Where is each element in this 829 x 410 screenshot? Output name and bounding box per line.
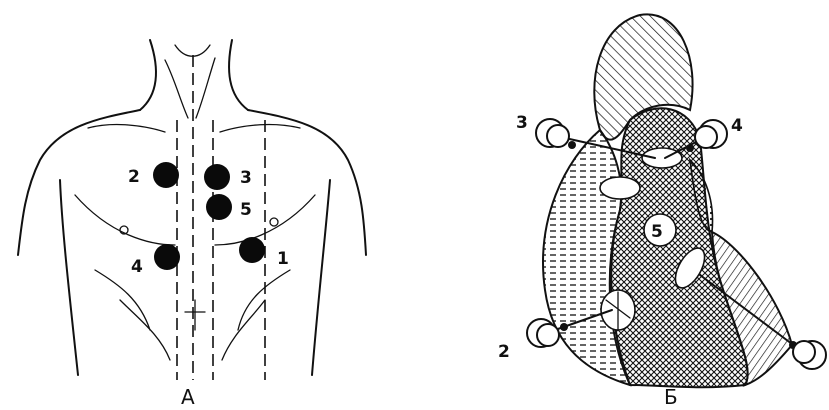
ring-2-inner (537, 324, 559, 346)
torso-diagram (18, 40, 366, 380)
electrode-4-dot (154, 244, 180, 270)
neck-outline (140, 40, 248, 110)
ring-1-inner (793, 341, 815, 363)
heart-label-5: 5 (651, 222, 663, 242)
lead-node-3 (568, 141, 576, 149)
heart-label-4: 4 (731, 116, 743, 136)
electrode-3-dot (204, 164, 230, 190)
electrode-label-5: 5 (240, 200, 252, 220)
electrode-label-4: 4 (131, 257, 143, 277)
panel-b-caption: Б (664, 385, 678, 409)
electrode-1-dot (239, 237, 265, 263)
ring-3-inner (547, 125, 569, 147)
electrode-2-dot (153, 162, 179, 188)
electrode-label-3: 3 (240, 168, 252, 188)
torso-outline (18, 110, 366, 375)
chest-lines (75, 125, 315, 245)
electrode-label-2: 2 (128, 167, 140, 187)
electrode-5-dot (206, 194, 232, 220)
ring-4-inner (695, 126, 717, 148)
lead-node-4 (686, 144, 694, 152)
patch-upper (642, 148, 682, 168)
electrode-label-1: 1 (277, 249, 289, 269)
heart-label-3: 3 (516, 113, 528, 133)
heart-diagram (543, 14, 792, 387)
lead-node-2 (560, 323, 568, 331)
panel-a-caption: А (181, 385, 195, 409)
neck-muscles (165, 45, 215, 118)
heart-label-2: 2 (498, 342, 510, 362)
patch-left (600, 177, 640, 199)
